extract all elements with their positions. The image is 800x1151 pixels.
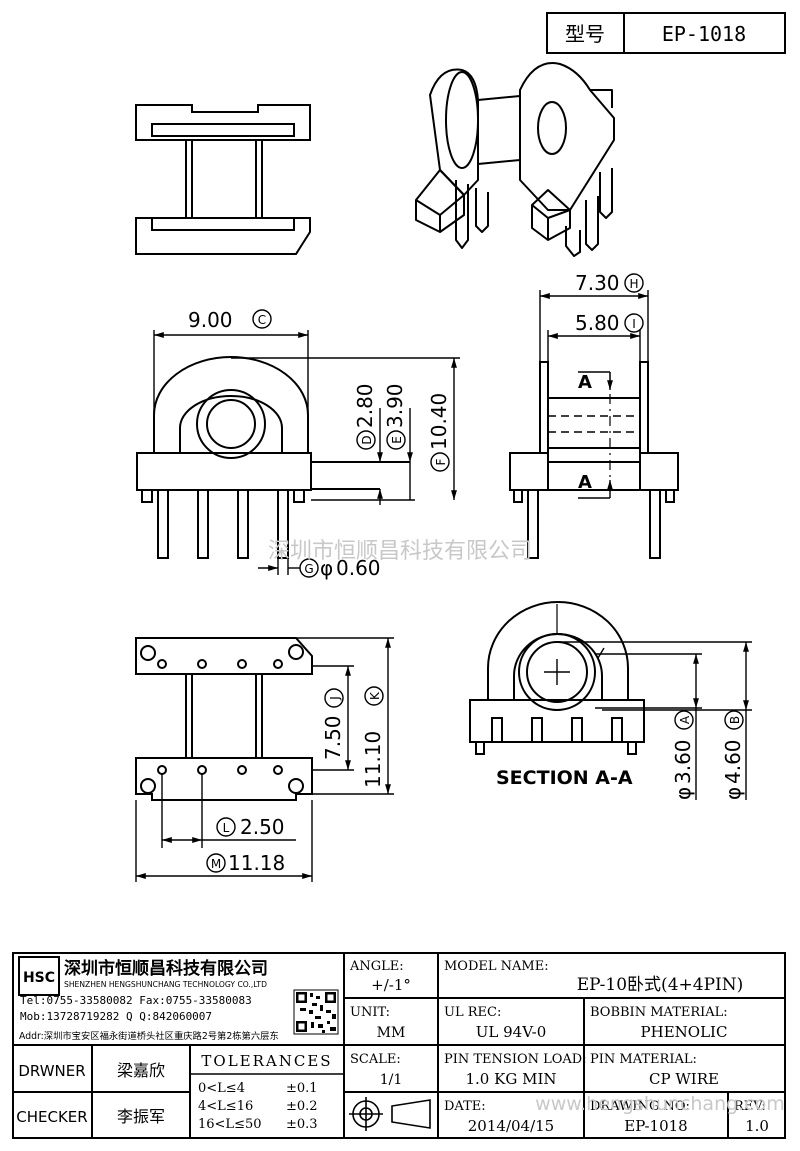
dim-2-50-tag: L xyxy=(223,821,230,835)
date-value: 2014/04/15 xyxy=(468,1117,554,1135)
company-name-cn: 深圳市恒顺昌科技有限公司 xyxy=(64,958,268,979)
drawing-no-label: DRAWING NO: xyxy=(590,1099,690,1114)
dim-9-00-tag: C xyxy=(258,313,266,327)
rev-value: 1.0 xyxy=(745,1117,769,1135)
tolerance-value: ±0.1 xyxy=(286,1081,318,1096)
dim-4-60-tag: B xyxy=(728,716,742,724)
isometric-view xyxy=(415,62,615,257)
watermark-website: www.hengshunchang.com xyxy=(535,1093,785,1115)
dim-7-50-tag: J xyxy=(328,696,342,701)
model-code: EP-1018 xyxy=(662,22,746,46)
ul-label: UL REC: xyxy=(444,1005,501,1020)
dim-5-80: 5.80 xyxy=(575,311,620,335)
bobbin-material-value: PHENOLIC xyxy=(641,1023,728,1041)
bottom-view-dim-labels: 7.50 J 11.10 K L 2.50 M 11.18 xyxy=(206,686,385,875)
ul-value: UL 94V-0 xyxy=(476,1023,547,1041)
tolerance-range: 0<L≤4 xyxy=(198,1081,245,1096)
company-mob: Mob:13728719282 Q Q:842060007 xyxy=(20,1010,212,1023)
dim-10-40: 10.40 xyxy=(427,393,451,450)
checker-label: CHECKER xyxy=(16,1108,87,1126)
drawing-no-value: EP-1018 xyxy=(624,1117,687,1135)
tolerance-value: ±0.3 xyxy=(286,1117,318,1132)
logo-letters: HSC xyxy=(23,970,55,986)
dim-11-18: 11.18 xyxy=(228,851,285,875)
dim-7-30-tag: H xyxy=(629,277,638,291)
bottom-view-dimensions xyxy=(135,637,394,882)
front-view-dimensions xyxy=(153,330,460,575)
front-view-dim-labels: 9.00 C D 2.80 E 3.90 F 10.40 G φ 0.60 xyxy=(188,308,451,580)
bobbin-material-label: BOBBIN MATERIAL: xyxy=(590,1005,728,1020)
tolerances-title: TOLERANCES xyxy=(201,1052,332,1070)
company-addr: Addr:深圳市宝安区福永街道桥头社区重庆路2号第2栋第六层东 xyxy=(19,1030,279,1042)
date-label: DATE: xyxy=(444,1099,486,1114)
angle-value: +/-1° xyxy=(371,976,411,994)
section-mark-bottom: A xyxy=(578,472,592,493)
tolerance-range: 4<L≤16 xyxy=(198,1099,253,1114)
checker-name: 李振军 xyxy=(117,1107,165,1126)
dim-9-00: 9.00 xyxy=(188,308,233,332)
tolerance-range: 16<L≤50 xyxy=(198,1117,262,1132)
projection-symbol-icon xyxy=(349,1097,431,1131)
qr-code xyxy=(293,989,339,1035)
dim-2-50: 2.50 xyxy=(240,815,285,839)
dim-3-60-tag: A xyxy=(678,715,692,724)
dim-0-60-tag: G xyxy=(304,562,313,576)
rev-label: REV: xyxy=(734,1099,766,1114)
section-view xyxy=(469,601,645,755)
tolerance-table: 0<L≤4 ±0.1 4<L≤16 ±0.2 16<L≤50 ±0.3 xyxy=(198,1081,318,1132)
scale-label: SCALE: xyxy=(350,1052,401,1067)
side-view-dim-labels: 7.30 H 5.80 I A A xyxy=(575,271,644,493)
dim-10-40-tag: F xyxy=(434,458,448,465)
dim-3-90: 3.90 xyxy=(383,383,407,428)
dim-7-30: 7.30 xyxy=(575,271,620,295)
section-mark-top: A xyxy=(578,372,592,393)
company-tel: Tel:0755-33580082 Fax:0755-33580083 xyxy=(20,994,252,1007)
dim-2-80-tag: D xyxy=(360,435,374,444)
model-name-label: MODEL NAME: xyxy=(444,959,549,974)
type-label: 型号 xyxy=(565,22,605,46)
section-title: SECTION A-A xyxy=(496,767,633,789)
section-view-dimensions xyxy=(557,641,752,800)
dim-3-60: 3.60 xyxy=(671,739,695,784)
dim-11-10-tag: K xyxy=(368,691,382,700)
front-view xyxy=(136,356,410,559)
angle-label: ANGLE: xyxy=(349,959,404,974)
company-name-en: SHENZHEN HENGSHUNCHANG TECHNOLOGY CO.,LT… xyxy=(64,980,267,989)
dim-0-60-phi: φ xyxy=(320,556,333,580)
pin-tension-label: PIN TENSION LOAD: xyxy=(444,1052,587,1067)
side-view-dimensions xyxy=(539,290,649,499)
watermark-company: 深圳市恒顺昌科技有限公司 xyxy=(268,539,532,564)
section-view-dim-labels: φ 3.60 A φ 4.60 B SECTION A-A xyxy=(496,710,745,800)
dim-5-80-tag: I xyxy=(632,317,636,331)
unit-value: MM xyxy=(377,1025,406,1041)
dim-11-10: 11.10 xyxy=(361,731,385,788)
top-view xyxy=(135,104,311,255)
side-view xyxy=(509,361,679,559)
dim-11-18-tag: M xyxy=(211,857,221,871)
unit-label: UNIT: xyxy=(350,1005,390,1020)
company-logo: HSC xyxy=(18,956,60,996)
title-block xyxy=(12,952,786,1139)
dim-4-60: 4.60 xyxy=(721,739,745,784)
drawer-name: 梁嘉欣 xyxy=(117,1061,165,1080)
dim-2-80: 2.80 xyxy=(353,383,377,428)
dim-7-50: 7.50 xyxy=(321,715,345,760)
scale-value: 1/1 xyxy=(380,1072,403,1088)
pin-tension-value: 1.0 KG MIN xyxy=(466,1070,557,1088)
dim-3-90-tag: E xyxy=(390,436,404,444)
dim-0-60: 0.60 xyxy=(336,556,381,580)
model-name-value: EP-10卧式(4+4PIN) xyxy=(577,975,743,995)
drawer-label: DRWNER xyxy=(18,1062,85,1080)
dim-4-60-phi: φ xyxy=(721,787,745,800)
pin-material-value: CP WIRE xyxy=(649,1070,719,1088)
model-header-box: 型号 EP-1018 xyxy=(546,12,786,54)
pin-material-label: PIN MATERIAL: xyxy=(590,1052,697,1067)
dim-3-60-phi: φ xyxy=(671,787,695,800)
tolerance-value: ±0.2 xyxy=(286,1099,318,1114)
